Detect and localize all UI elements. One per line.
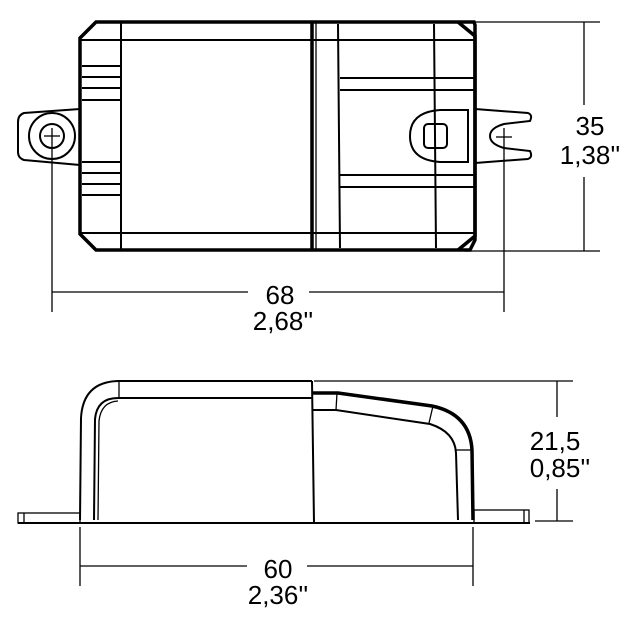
housing-outline xyxy=(78,20,477,252)
side-width-dimension: 60 2,36'' xyxy=(79,527,474,610)
top-width-dimension: 68 2,68'' xyxy=(52,280,504,336)
side-width-inch: 2,36'' xyxy=(248,580,309,610)
top-height-dimension: 35 1,38'' xyxy=(464,21,621,252)
left-mounting-tab xyxy=(17,108,81,166)
side-height-inch: 0,85'' xyxy=(530,453,591,483)
top-view xyxy=(17,20,533,312)
side-height-mm: 21,5 xyxy=(530,426,581,456)
right-slotted-tab xyxy=(474,108,533,164)
left-foot xyxy=(17,512,81,524)
top-height-inch: 1,38'' xyxy=(560,140,621,170)
right-foot xyxy=(473,509,530,524)
side-view xyxy=(17,380,530,524)
top-height-mm: 35 xyxy=(576,111,605,141)
side-height-dimension: 21,5 0,85'' xyxy=(314,380,591,522)
top-width-inch: 2,68'' xyxy=(253,306,314,336)
right-screw-boss xyxy=(408,109,469,163)
side-width-mm: 60 xyxy=(264,554,293,584)
top-width-mm: 68 xyxy=(266,280,295,310)
